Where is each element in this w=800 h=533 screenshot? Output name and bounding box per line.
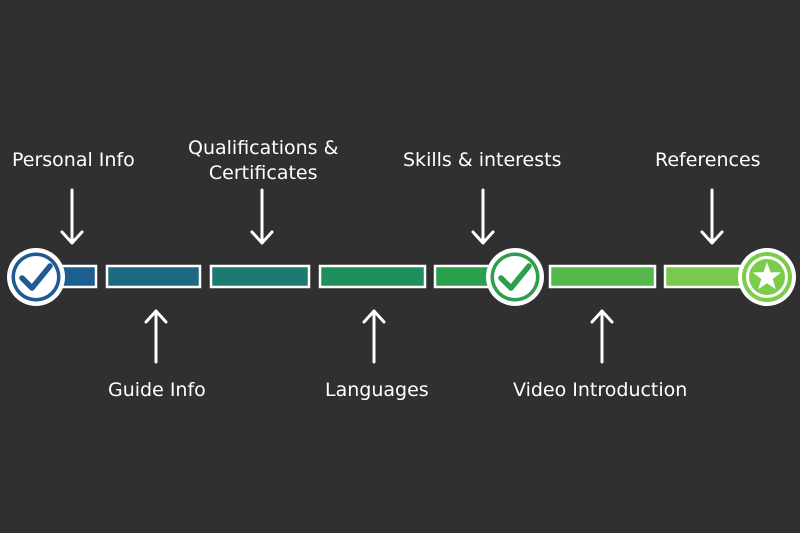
- star-icon: [752, 262, 782, 290]
- arrow-down-icon: [60, 188, 84, 245]
- milestone-end: [738, 248, 796, 306]
- timeline-segment: [318, 264, 427, 289]
- arrow-down-icon: [700, 188, 724, 245]
- arrow-up-icon: [362, 309, 386, 364]
- arrow-up-icon: [144, 309, 168, 364]
- milestone-middle: [486, 248, 544, 306]
- checkmark-icon: [498, 263, 532, 291]
- step-label-references: References: [655, 149, 761, 171]
- step-label-video-introduction: Video Introduction: [513, 379, 688, 401]
- arrows-up: [144, 309, 614, 364]
- timeline-segment: [209, 264, 311, 289]
- step-label-skills-interests: Skills & interests: [403, 149, 562, 171]
- milestone-start: [7, 248, 65, 306]
- timeline-segment: [548, 264, 657, 289]
- timeline-segment: [105, 264, 202, 289]
- arrows-down: [60, 188, 724, 245]
- arrow-up-icon: [590, 309, 614, 364]
- timeline-bar: [50, 264, 755, 289]
- checkmark-icon: [19, 263, 53, 291]
- step-label-qualifications: Qualifications & Certificates: [188, 137, 339, 184]
- step-label-languages: Languages: [325, 379, 429, 401]
- step-label-personal-info: Personal Info: [12, 149, 135, 171]
- arrow-down-icon: [471, 188, 495, 245]
- step-label-guide-info: Guide Info: [108, 379, 206, 401]
- arrow-down-icon: [250, 188, 274, 245]
